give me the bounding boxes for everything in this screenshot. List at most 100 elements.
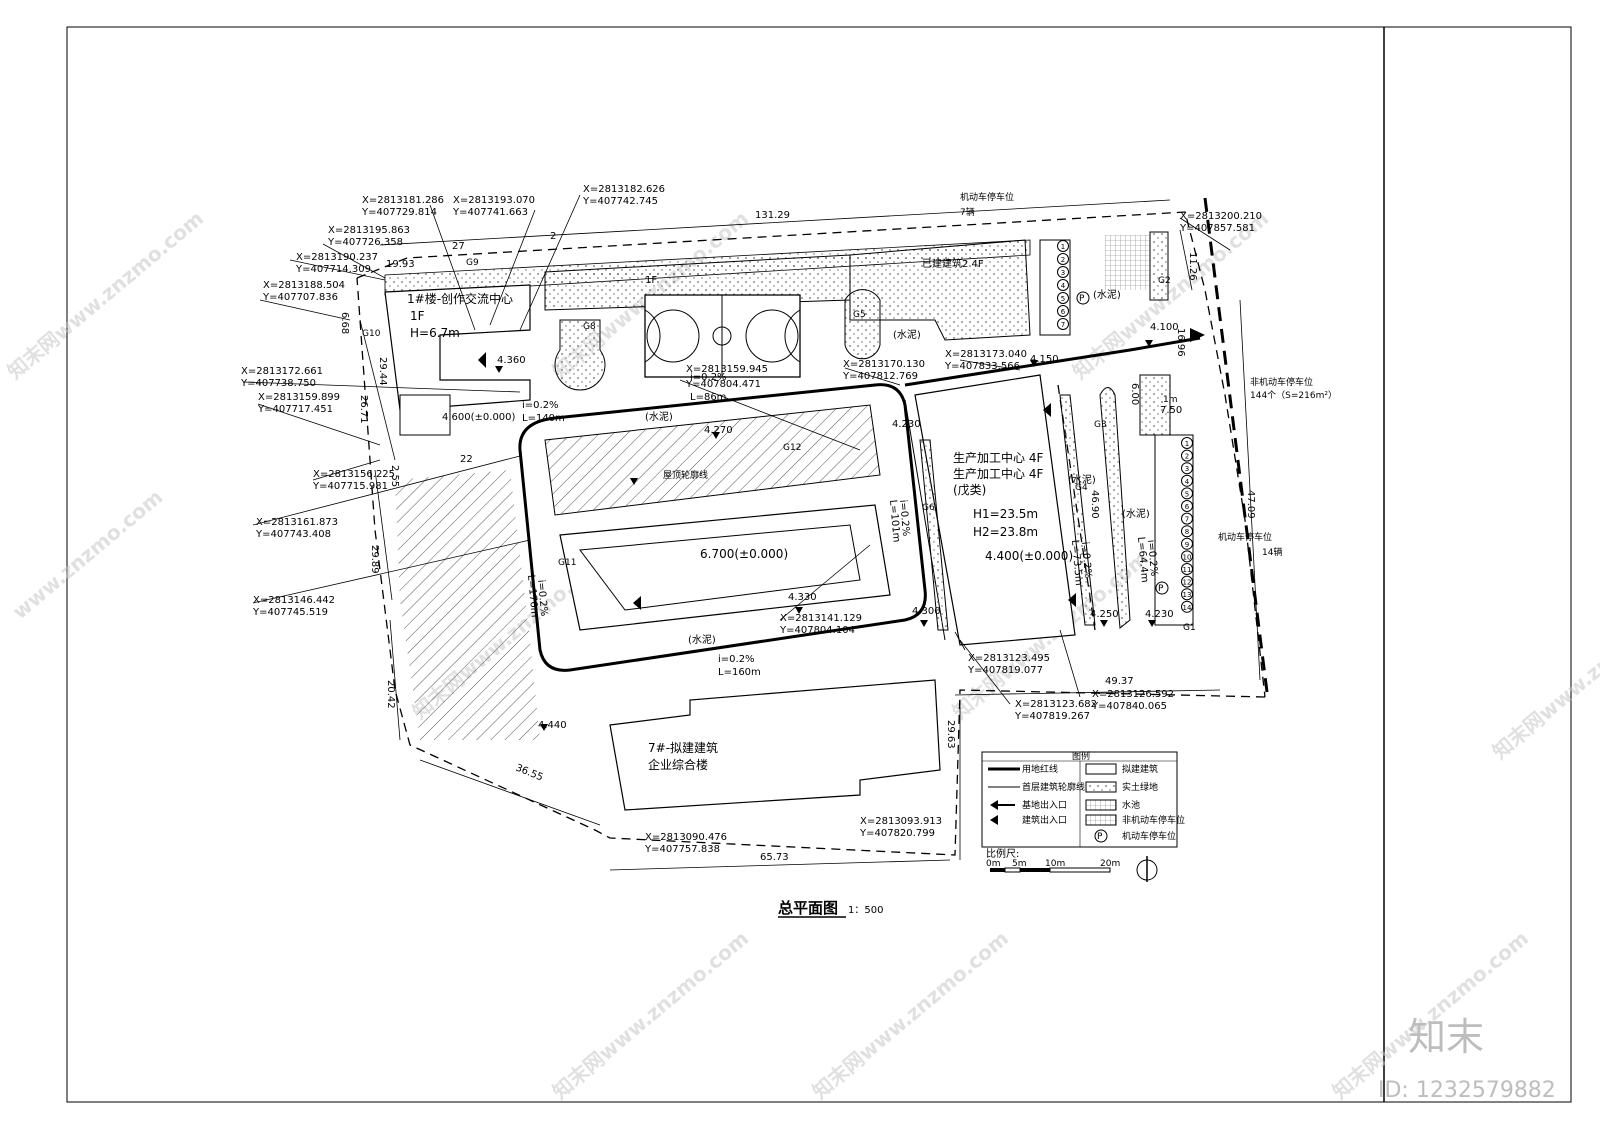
parking-stall-marker: [1181, 449, 1193, 462]
dimension-label: 29.89: [369, 545, 380, 574]
green-area-g12: [544, 404, 881, 516]
scale-tick: 0m: [986, 859, 1001, 869]
dimension-label: 46.90: [1089, 490, 1100, 519]
legend-item: 水池: [1122, 799, 1140, 811]
parking-label: 机动车停车位: [1218, 531, 1272, 543]
parking-stall-number: 2: [1061, 256, 1065, 264]
building-7-label: 企业综合楼: [648, 757, 708, 772]
cement-label: (水泥): [1093, 288, 1121, 301]
coord-y: Y=407729.814: [361, 207, 437, 218]
scale-tick: 20m: [1100, 859, 1120, 869]
green-label: G11: [558, 558, 576, 568]
dimension-label: 29.44: [377, 357, 388, 386]
north-road-line: [904, 336, 1201, 387]
drawing-frame: [66, 26, 1572, 1103]
garden-g8: [554, 319, 606, 391]
coord-x: X=2813200.210: [1180, 211, 1262, 222]
slope-length: L=101m: [887, 499, 902, 543]
dimension-label: 2: [550, 231, 556, 242]
parking-stall-marker: [1181, 462, 1193, 475]
basketball-court: [644, 294, 801, 378]
elevation-label: 4.330: [788, 592, 817, 603]
nonmotor-parking-label: 非机动车停车位: [1250, 376, 1313, 388]
parking-count: 7辆: [960, 206, 975, 218]
dimension-label: 36.55: [514, 763, 545, 784]
coord-x: X=2813146.442: [253, 595, 335, 606]
cement-label: (水泥): [688, 633, 716, 646]
slope-label: i=0.2%: [718, 654, 755, 665]
elevation-label: 4.600(±0.000): [442, 412, 516, 423]
coord-x: X=2813188.504: [263, 280, 345, 291]
watermark-text: 知末网www.znzmo.com: [808, 926, 1013, 1104]
parking-stall-marker: [1181, 600, 1193, 613]
drawing-scale: 1：500: [848, 905, 883, 916]
fire-road-loop: [518, 383, 927, 672]
coord-y: Y=407743.408: [255, 529, 331, 540]
roof-contour-label: 屋顶轮廓线: [663, 469, 708, 481]
garden-g4: [1059, 394, 1096, 626]
slope-length: L=86m: [690, 392, 726, 403]
coordinate-labels: X=2813181.286 Y=407729.814 X=2813193.070…: [240, 184, 1262, 855]
coord-y: Y=407833.566: [944, 361, 1020, 372]
coord-x: X=2813195.863: [328, 225, 410, 236]
scale-tick: 10m: [1045, 859, 1065, 869]
parking-stall-marker: [1181, 512, 1193, 525]
coord-y: Y=407717.451: [257, 404, 333, 415]
legend-item: 用地红线: [1022, 763, 1058, 775]
dimension-label: 131.29: [755, 210, 790, 221]
parking-stall-marker: [1181, 550, 1193, 563]
building-1-block: [399, 394, 451, 436]
production-label: (戊类): [953, 483, 986, 497]
slope-label: i=0.2%: [1145, 539, 1159, 576]
coord-y: Y=407738.750: [240, 378, 316, 389]
parking-stall-number: 12: [1183, 579, 1192, 587]
coord-y: Y=407812.769: [842, 371, 918, 382]
legend-item: 实土绿地: [1122, 781, 1158, 793]
legend-item: 首层建筑轮廓线: [1022, 781, 1085, 793]
elevation-label: 4.270: [704, 425, 733, 436]
watermark-text: www.znzmo.com: [8, 485, 167, 624]
parking-label: 机动车停车位: [960, 191, 1014, 203]
garden-g3: [1099, 387, 1131, 629]
coord-x: X=2813093.913: [860, 816, 942, 827]
coord-x: X=2813193.070: [453, 195, 535, 206]
coord-y: Y=407857.581: [1179, 223, 1255, 234]
dimension-label: 29.63: [945, 720, 956, 749]
dimension-label: 27: [452, 241, 465, 252]
parking-stall-number: 4: [1185, 478, 1190, 486]
dimension-label: 1m: [1163, 395, 1178, 405]
dimension-label: 22: [460, 454, 473, 465]
parking-stall-marker: [1057, 305, 1069, 317]
coord-y: Y=407819.267: [1014, 711, 1090, 722]
slope-length: L=73.5m: [1069, 539, 1084, 586]
coord-x: X=2813182.626: [583, 184, 665, 195]
cement-label: (水泥): [893, 328, 921, 341]
parking-stall-number: 5: [1061, 295, 1065, 303]
drawing-title: 总平面图: [778, 899, 838, 917]
parking-stall-number: 8: [1185, 528, 1189, 536]
coord-y: Y=407804.104: [779, 625, 855, 636]
production-label: 生产加工中心 4F: [953, 466, 1043, 481]
slope-length: L=140m: [522, 413, 565, 424]
dimension-label: 26.71: [358, 395, 369, 424]
green-label: G4: [1075, 483, 1088, 493]
coord-x: X=2813159.945: [686, 364, 768, 375]
legend-p-symbol: P: [1097, 832, 1103, 842]
entrance-arrow: [1190, 328, 1205, 342]
elevation-label: 4.440: [538, 720, 567, 731]
dimension-label: 6.00: [1129, 383, 1140, 405]
slope-length: L=160m: [718, 667, 761, 678]
green-label: G10: [362, 329, 381, 339]
production-height: H2=23.8m: [973, 525, 1038, 539]
parking-stall-number: 7: [1185, 516, 1189, 524]
dimension-label: 6.68: [339, 312, 350, 334]
green-label: G12: [783, 443, 801, 453]
coord-y: Y=407757.838: [644, 844, 720, 855]
coord-x: X=2813181.286: [362, 195, 444, 206]
north-arrow-icon: [1136, 856, 1158, 882]
elevation-label: 6.700(±0.000): [700, 547, 788, 561]
parking-stall-marker: [1181, 525, 1193, 538]
parking-stall-marker: [1057, 266, 1069, 278]
coordinate-leaders: [242, 194, 1231, 705]
